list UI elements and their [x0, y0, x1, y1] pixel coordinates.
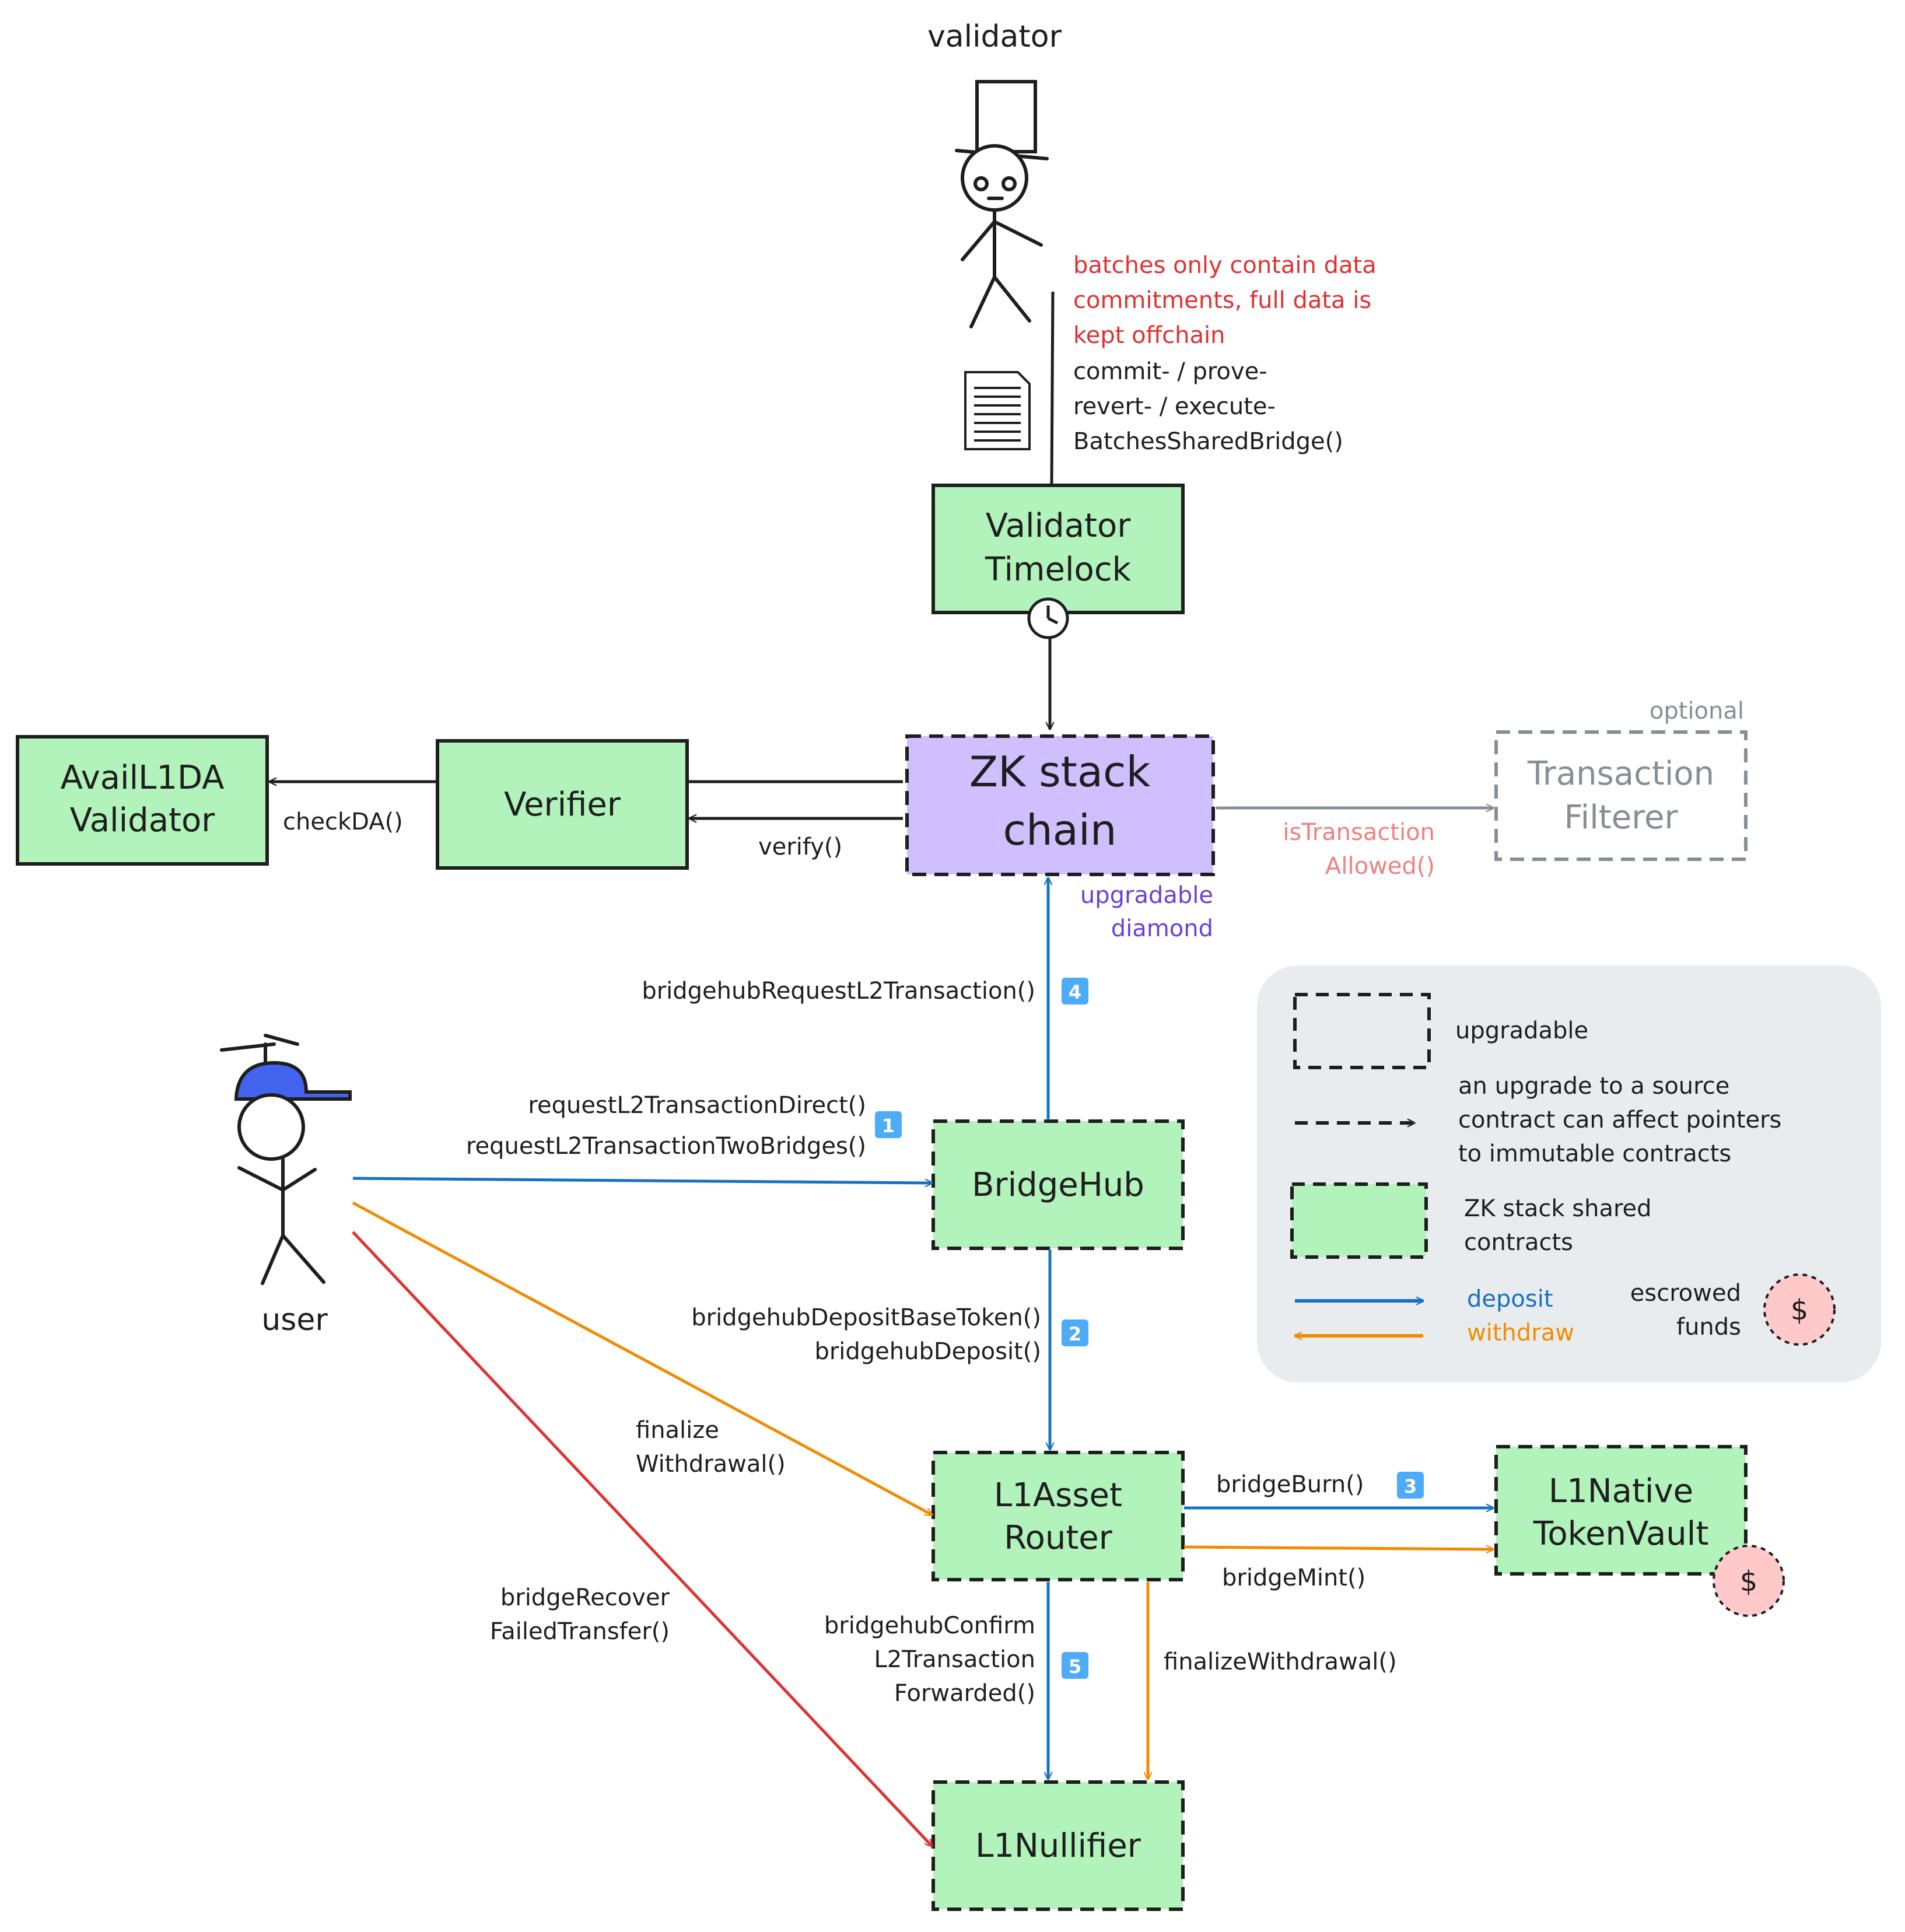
avail-validator-box: AvailL1DA Validator	[16, 735, 269, 866]
verify-label: verify()	[758, 834, 842, 860]
bridge-burn-label: bridgeBurn()	[1216, 1471, 1364, 1498]
finalize-withdrawal-user-arrow	[352, 1201, 932, 1517]
validator-figure-icon	[955, 80, 1049, 328]
native-vault-box: L1Native TokenVault	[1494, 1445, 1748, 1576]
note-red-line1: batches only contain data	[1073, 252, 1377, 279]
vault-dollar-glyph: $	[1740, 1565, 1758, 1598]
legend-dollar-glyph: $	[1791, 1294, 1809, 1326]
asset-router-box: L1Asset Router	[932, 1451, 1185, 1581]
legend-pointer-line3: to immutable contracts	[1458, 1140, 1731, 1167]
legend-shared-line1: ZK stack shared	[1464, 1195, 1652, 1222]
confirm-line1: bridgehubConfirm	[824, 1612, 1035, 1639]
legend: upgradable an upgrade to a source contra…	[1257, 965, 1881, 1382]
note-fn-line2: revert- / execute-	[1073, 393, 1276, 420]
legend-deposit-label: deposit	[1467, 1286, 1553, 1312]
bridge-recover-line2: FailedTransfer()	[490, 1618, 670, 1645]
step-badge-5: 5	[1062, 1652, 1088, 1679]
avail-line2: Validator	[70, 802, 215, 839]
legend-background	[1257, 965, 1881, 1382]
finalize-user-line2: Withdrawal()	[636, 1451, 786, 1478]
verifier-label: Verifier	[504, 786, 621, 824]
document-icon	[964, 371, 1031, 450]
user-label: user	[261, 1303, 328, 1338]
filterer-line1: Transaction	[1527, 755, 1714, 793]
optional-label: optional	[1650, 698, 1744, 724]
native-vault-line2: TokenVault	[1533, 1515, 1709, 1553]
legend-upgradable-label: upgradable	[1455, 1017, 1588, 1044]
request-direct-line2: requestL2TransactionTwoBridges()	[466, 1133, 866, 1160]
note-red-line3: kept offchain	[1073, 322, 1225, 349]
bridge-mint-arrow	[1183, 1547, 1493, 1549]
legend-pointer-line1: an upgrade to a source	[1458, 1073, 1729, 1100]
bridge-recover-arrow	[352, 1231, 932, 1846]
request-direct-line1: requestL2TransactionDirect()	[528, 1092, 866, 1119]
confirm-line2: L2Transaction	[874, 1646, 1035, 1673]
validator-timelock-box: Validator Timelock	[932, 484, 1185, 614]
step-badge-3: 3	[1397, 1472, 1424, 1499]
verifier-box: Verifier	[436, 739, 689, 870]
vault-escrow-dollar-icon	[1713, 1545, 1785, 1617]
note-fn-line3: BatchesSharedBridge()	[1073, 428, 1343, 455]
user-figure-icon	[220, 1034, 352, 1285]
asset-router-line2: Router	[1004, 1519, 1113, 1557]
zk-chain-line2: chain	[1003, 806, 1117, 855]
validator-timelock-line2: Timelock	[985, 551, 1132, 589]
filterer-line2: Filterer	[1564, 799, 1679, 836]
note-fn-line1: commit- / prove-	[1073, 358, 1267, 385]
zk-chain-line1: ZK stack	[969, 747, 1151, 796]
legend-shared-swatch	[1290, 1182, 1428, 1259]
step-badge-2: 2	[1062, 1320, 1088, 1346]
transaction-filterer-box: Transaction Filterer	[1494, 730, 1748, 861]
legend-withdraw-label: withdraw	[1467, 1320, 1574, 1346]
legend-upgradable-swatch	[1293, 993, 1431, 1069]
step-badge-4: 4	[1062, 978, 1088, 1005]
finalize-withdrawal-label: finalizeWithdrawal()	[1164, 1648, 1397, 1675]
bridge-recover-line1: bridgeRecover	[500, 1584, 670, 1611]
deposit-line1: bridgehubDepositBaseToken()	[691, 1304, 1041, 1331]
zk-stack-chain-box: ZK stack chain	[905, 734, 1215, 876]
finalize-user-line1: finalize	[636, 1417, 719, 1444]
native-vault-line1: L1Native	[1549, 1472, 1693, 1510]
is-tx-allowed-line1: isTransaction	[1283, 819, 1435, 846]
legend-escrow-line1: escrowed	[1630, 1280, 1741, 1307]
legend-escrow-dollar-icon	[1763, 1273, 1836, 1346]
clock-icon	[1027, 597, 1069, 639]
user-to-bridgehub-arrow	[352, 1177, 932, 1183]
validator-timelock-line1: Validator	[986, 507, 1131, 545]
legend-pointer-line2: contract can affect pointers	[1458, 1107, 1781, 1133]
legend-shared-line2: contracts	[1464, 1229, 1573, 1256]
upgradable-diamond-line2: diamond	[1111, 915, 1213, 942]
nullifier-label: L1Nullifier	[975, 1827, 1141, 1865]
request-l2-label: bridgehubRequestL2Transaction()	[642, 978, 1035, 1005]
bridgehub-label: BridgeHub	[972, 1166, 1144, 1204]
upgradable-diamond-line1: upgradable	[1080, 882, 1213, 909]
bridge-mint-label: bridgeMint()	[1222, 1564, 1365, 1591]
avail-line1: AvailL1DA	[61, 759, 225, 797]
svg-text:1: 1	[882, 1115, 895, 1137]
bridgehub-box: BridgeHub	[932, 1119, 1185, 1250]
confirm-line3: Forwarded()	[894, 1680, 1035, 1707]
nullifier-box: L1Nullifier	[932, 1780, 1185, 1911]
is-tx-allowed-line2: Allowed()	[1325, 853, 1435, 880]
svg-text:5: 5	[1069, 1656, 1081, 1678]
check-da-label: checkDA()	[283, 808, 403, 835]
step-badge-1: 1	[875, 1111, 902, 1138]
svg-text:4: 4	[1069, 981, 1081, 1003]
validator-label: validator	[927, 19, 1062, 54]
svg-text:2: 2	[1069, 1323, 1081, 1345]
validator-to-timelock-line	[1050, 291, 1055, 485]
deposit-line2: bridgehubDeposit()	[814, 1338, 1041, 1365]
svg-text:3: 3	[1404, 1475, 1417, 1497]
legend-escrow-line2: funds	[1676, 1314, 1741, 1340]
asset-router-line1: L1Asset	[994, 1476, 1122, 1514]
note-red-line2: commitments, full data is	[1073, 287, 1371, 314]
